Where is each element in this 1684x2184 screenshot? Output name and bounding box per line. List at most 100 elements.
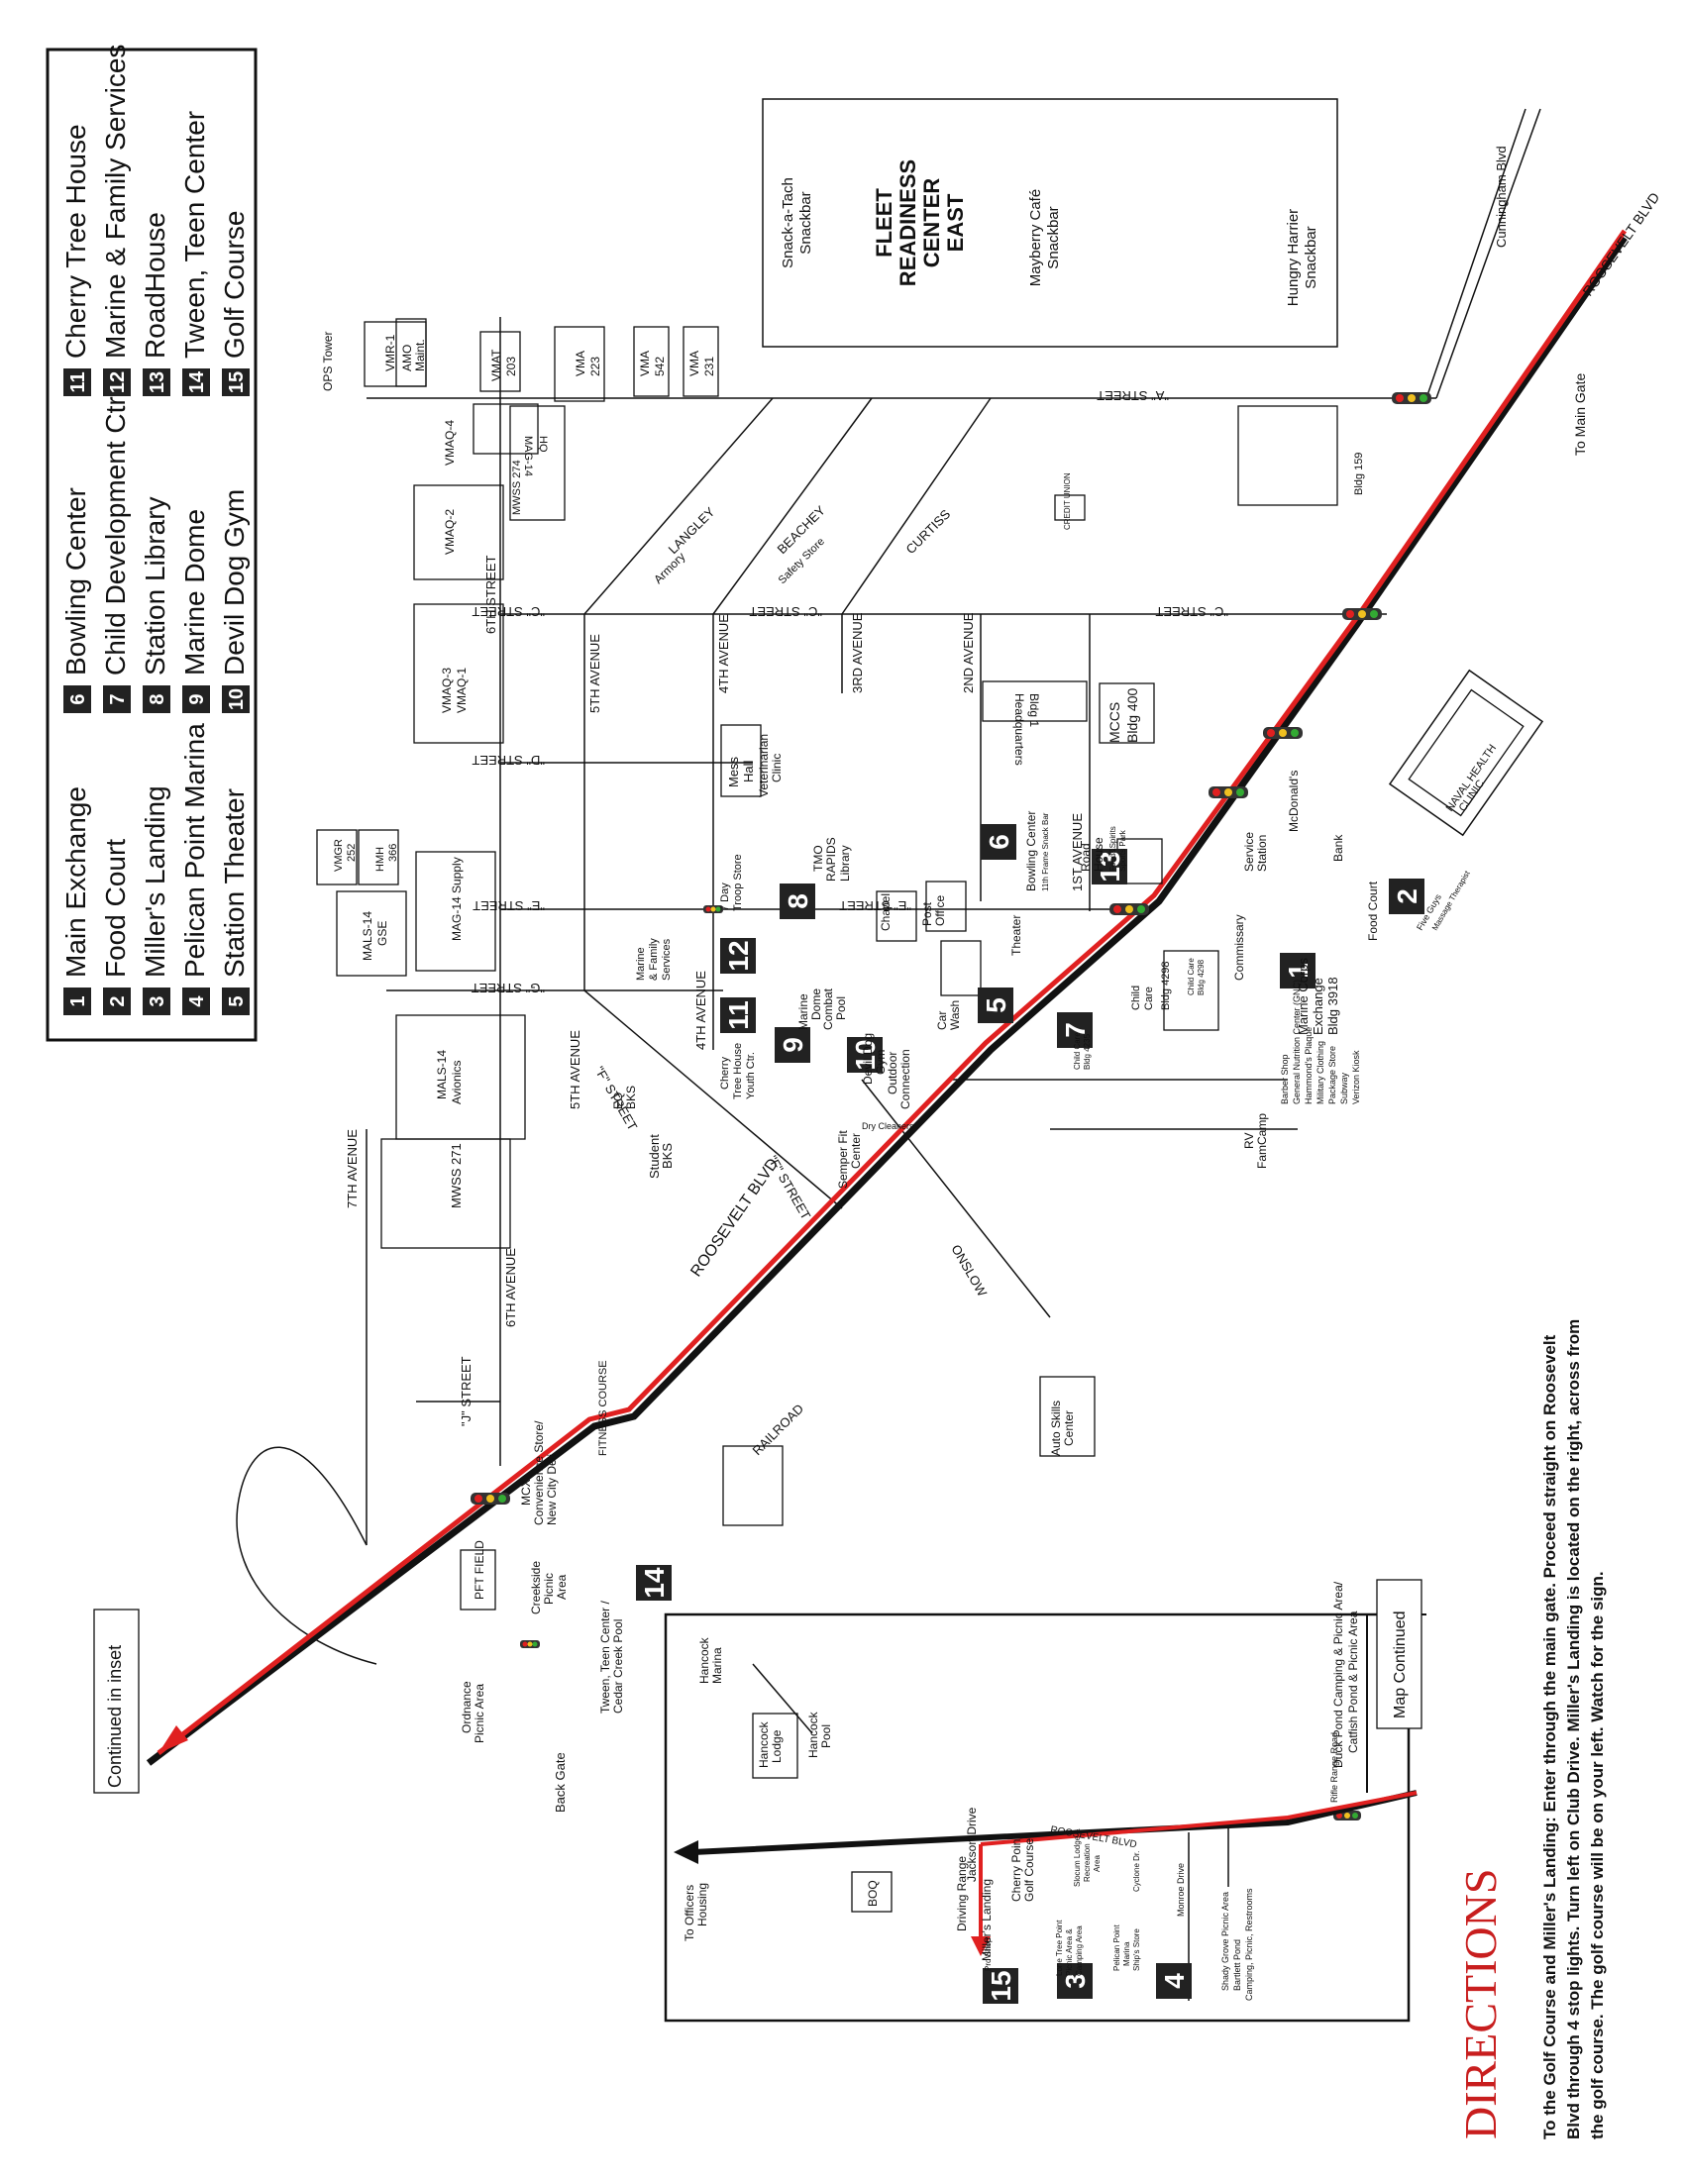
bowling-label: Bowling Center (1024, 811, 1038, 891)
semper-fit-b: Center (849, 1133, 863, 1169)
mwss274-label: MWSS 274 (511, 460, 523, 515)
legend-number: 1 (67, 995, 89, 1006)
a-street-label: "A" STREET (1097, 388, 1169, 403)
child-care-2-label: Child Care (1187, 958, 1196, 995)
food-court-label: Food Court (1366, 881, 1380, 941)
hmh-label: HMH (374, 847, 386, 872)
troop-store-label: 7 Day (719, 883, 731, 911)
5th-avenue-label: 5TH AVENUE (587, 634, 602, 713)
marker-box (983, 1968, 1018, 2004)
mals-avionics-b: Avionics (450, 1061, 464, 1104)
bldg159-label: Bldg 159 (1353, 453, 1365, 495)
directions-line-2: Blvd through 4 stop lights. Turn left on… (1564, 1319, 1583, 2139)
6th-avenue-label: 6TH AVENUE (503, 1248, 518, 1327)
cunningham-label: Cunningham Blvd (1494, 146, 1509, 248)
marker-number: 10 (850, 1039, 881, 1070)
legend-number: 13 (147, 371, 168, 393)
marker-box (1156, 1963, 1192, 1999)
marker-11: 11 (720, 997, 756, 1033)
barber-label: Barber Shop (1280, 1054, 1290, 1104)
marker-6: 6 (981, 824, 1016, 860)
monroe-label: Monroe Drive (1176, 1863, 1186, 1917)
marker-13: 13 (1092, 849, 1127, 884)
back-gate-label: Back Gate (553, 1752, 568, 1813)
traffic-lights (471, 392, 1431, 1820)
chapel-label: Chapel (879, 893, 893, 931)
creekside-c: Area (555, 1574, 569, 1600)
ops-tower-label: OPS Tower (321, 332, 335, 391)
frc-building: FLEET READINESS CENTER EAST Snack-a-Tach… (762, 98, 1338, 348)
marker-box (720, 997, 756, 1033)
mcx-c: Bldg 3918 (1325, 977, 1340, 1035)
mfs-c: Services (661, 938, 673, 981)
mcx-b: Exchange (1311, 978, 1325, 1035)
officers-label: To Officers (683, 1885, 696, 1941)
student-bks-label: Student (647, 1134, 662, 1179)
mfs-label: Marine (635, 947, 647, 981)
hancock-lodge-b: Lodge (770, 1729, 784, 1763)
vet-label: Veterinarian (757, 734, 771, 797)
marker-box (720, 938, 756, 974)
marine-dome-label: Marine (796, 993, 810, 1030)
naval-health-clinic (1388, 669, 1544, 837)
legend-number-box (143, 988, 170, 1015)
mwss271-label: MWSS 271 (449, 1143, 464, 1208)
legend-label: Golf Course (219, 211, 250, 359)
directions-block: DIRECTIONS To the Golf Course and Miller… (1455, 1319, 1607, 2139)
verizon-label: Verizon Kiosk (1351, 1050, 1361, 1104)
marker-number: 7 (1060, 1022, 1091, 1038)
shady-grove-label: Shady Grove Picnic Area (1220, 1892, 1230, 1991)
marker-number: 15 (986, 1970, 1016, 2001)
snack-a-tach-label: Snack-a-Tach (780, 177, 796, 268)
vet-b: Clinic (770, 754, 784, 782)
hancock-marina-label: Hancock (697, 1636, 711, 1684)
marker-number: 2 (1392, 888, 1422, 904)
legend-label: Station Theater (219, 788, 250, 978)
roosevelt-blvd (146, 229, 1628, 1766)
frc-title-3: CENTER (919, 178, 944, 268)
legend-label: Pelican Point Marina (179, 723, 210, 978)
legend-number-box (63, 988, 91, 1015)
mals-avionics-label: MALS-14 (435, 1050, 449, 1099)
vmgr-number: 252 (346, 844, 358, 862)
devil-dog-gym-label: Devil Dog (861, 1033, 875, 1085)
vmat-label: VMAT (489, 349, 503, 381)
4th-avenue-label-2: 4TH AVENUE (693, 971, 708, 1050)
legend-number: 15 (226, 371, 248, 393)
marker-number: 14 (639, 1567, 670, 1599)
directions-line-3: the golf course. The golf course will be… (1588, 1571, 1607, 2139)
legend-number-box (143, 368, 170, 396)
legend-label: Station Library (140, 496, 170, 676)
e-street-label-2: "E" STREET (839, 898, 911, 913)
legend-number-box (222, 368, 250, 396)
j-street-label: "J" STREET (459, 1356, 474, 1426)
marker-box (636, 1565, 672, 1601)
legend-number: 2 (107, 995, 129, 1006)
d-street-label: "D" STREET (472, 753, 545, 768)
maint-label: Maint. (413, 339, 427, 371)
legend-label: Marine Dome (179, 509, 210, 676)
outdoor-connection-b: Connection (898, 1049, 912, 1109)
onslow-label: ONSLOW (948, 1242, 990, 1300)
hancock-marina-b: Marina (710, 1647, 724, 1684)
legend-label: Food Court (100, 839, 131, 978)
legend-label: Cherry Tree House (60, 124, 91, 359)
hancock-lodge-label: Hancock (757, 1720, 771, 1768)
hungry-harrier-sub: Snackbar (1303, 226, 1319, 288)
marker-number: 8 (783, 893, 813, 909)
marker-number: 13 (1095, 851, 1125, 882)
legend-label: Devil Dog Gym (219, 489, 250, 676)
shady-grove-c: Camping, Picnic, Restrooms (1244, 1888, 1254, 2001)
combat-pool-b: Pool (834, 996, 848, 1020)
c-street-label-3: "C" STREET (749, 604, 822, 619)
marker-box (1280, 953, 1316, 988)
legend-number: 6 (67, 693, 89, 704)
to-main-gate-label: To Main Gate (1572, 373, 1588, 456)
package-store-label: Package Store (1327, 1046, 1337, 1104)
legend-number-box (103, 685, 131, 713)
roadhouse-c: Food&Spirits (1108, 826, 1117, 872)
4th-avenue-label: 4TH AVENUE (716, 614, 731, 693)
fitness-course-label: FITNESS COURSE (597, 1360, 609, 1456)
troop-store-b: Troop Store (732, 854, 744, 911)
